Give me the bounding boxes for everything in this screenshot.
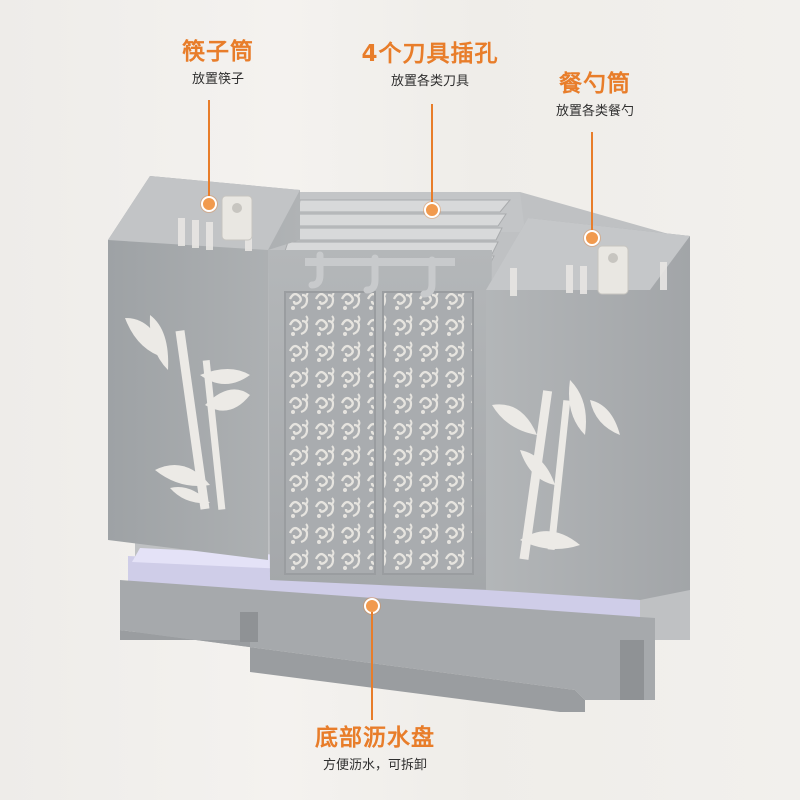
callout-knives: 4个刀具插孔 放置各类刀具: [330, 40, 530, 92]
marker-dot-spoons: [584, 230, 600, 246]
marker-dot-knives: [424, 202, 440, 218]
callout-chopsticks-title: 筷子筒: [182, 39, 254, 65]
callout-spoons-title: 餐勺筒: [559, 71, 631, 97]
callout-knives-title: 4个刀具插孔: [361, 41, 499, 67]
leader-line-tray: [371, 612, 373, 720]
callout-spoons: 餐勺筒 放置各类餐勺: [530, 70, 660, 122]
base-frame: [120, 580, 655, 712]
bamboo-cutout-left: [125, 315, 250, 510]
chopstick-cup: [108, 176, 300, 560]
callout-tray-title: 底部沥水盘: [315, 725, 435, 751]
callout-tray: 底部沥水盘 方便沥水，可拆卸: [290, 724, 460, 776]
hooks: [305, 251, 455, 298]
leader-line-knives: [431, 104, 433, 204]
callout-tray-subtitle: 方便沥水，可拆卸: [322, 758, 427, 773]
leader-line-spoons: [591, 132, 593, 232]
wall-clip-left: [221, 195, 253, 241]
callout-knives-subtitle: 放置各类刀具: [390, 74, 469, 89]
callout-chopsticks-subtitle: 放置筷子: [191, 72, 244, 87]
callout-spoons-subtitle: 放置各类餐勺: [555, 104, 634, 119]
center-panel: [268, 250, 492, 590]
wall-clip-right: [597, 245, 629, 295]
bamboo-cutout-right: [492, 380, 620, 560]
callout-chopsticks: 筷子筒 放置筷子: [158, 38, 278, 90]
marker-dot-chopsticks: [201, 196, 217, 212]
spoon-cup: [486, 218, 690, 600]
leader-line-chopsticks: [208, 100, 210, 200]
